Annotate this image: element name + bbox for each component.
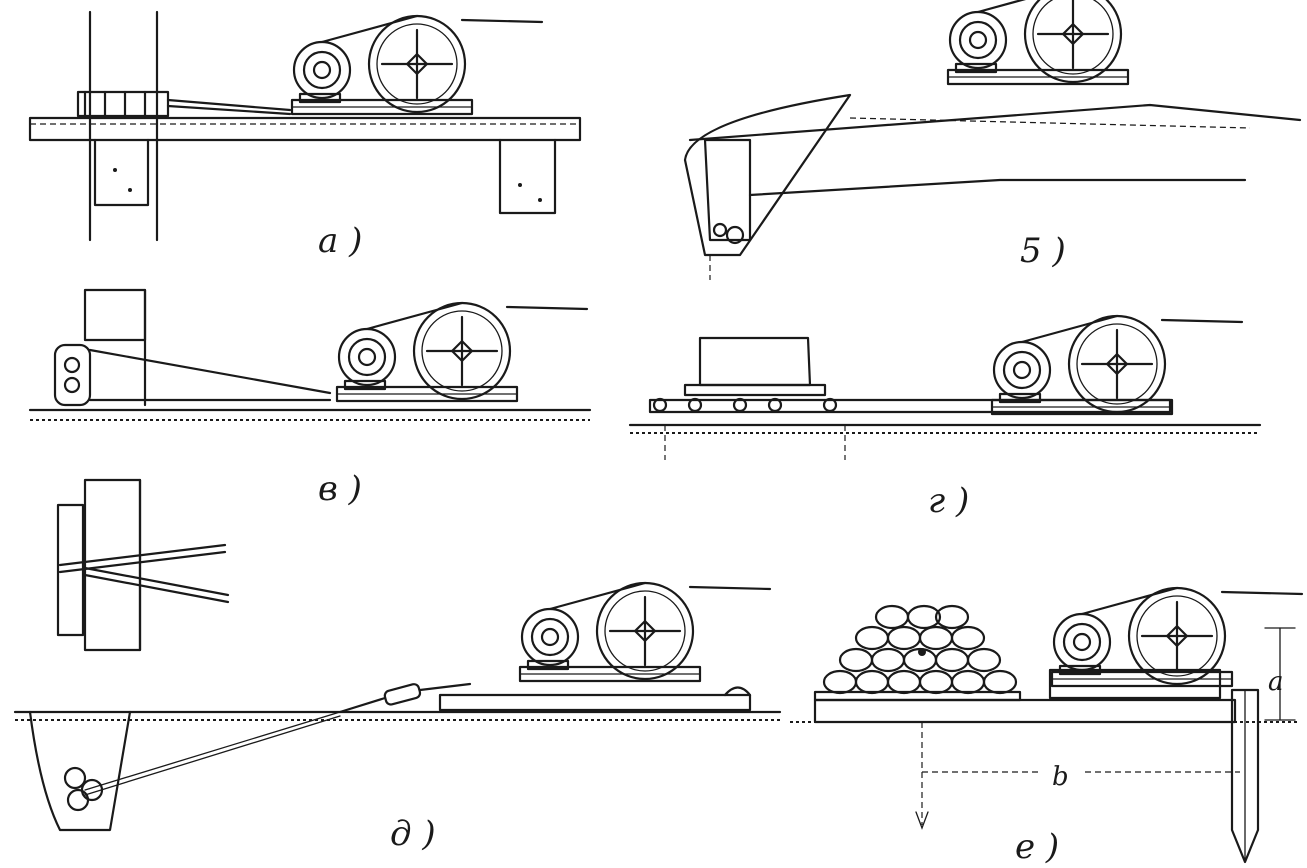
panel-d-label: д ) xyxy=(390,814,436,854)
panel-v-drawing: в ) xyxy=(28,288,592,509)
panel-g-drawing: г ) xyxy=(628,314,1262,521)
panel-a-label: a ) xyxy=(318,221,362,261)
panel-a-drawing: a ) xyxy=(28,10,582,261)
stone-pile xyxy=(822,604,1018,695)
panel-v-label: в ) xyxy=(318,469,362,509)
panel-e-label: е ) xyxy=(1015,827,1059,867)
panel-d-drawing: д ) xyxy=(13,478,782,854)
panel-e-drawing: a b е ) xyxy=(790,586,1304,867)
panel-b-drawing: 5 ) xyxy=(683,0,1302,280)
dimension-a-label: a xyxy=(1268,667,1284,697)
panel-b-label: 5 ) xyxy=(1020,231,1066,271)
panel-g-label: г ) xyxy=(928,481,969,521)
dimension-b-label: b xyxy=(1052,762,1069,792)
